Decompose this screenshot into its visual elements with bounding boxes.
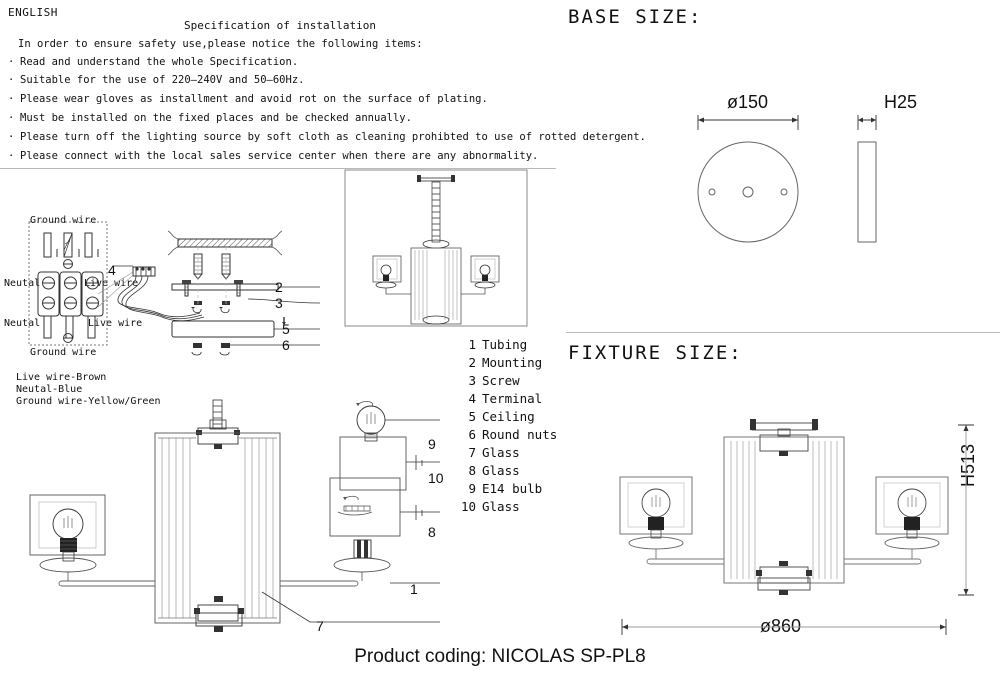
- bullet-icon: ·: [8, 93, 15, 105]
- spec-item: ·Please turn off the lighting source by …: [8, 131, 646, 143]
- callout-10-glass: 10: [428, 470, 444, 486]
- base-height-label: H25: [884, 92, 918, 112]
- wire-label-neutral-top: Neutal: [4, 278, 41, 289]
- section-divider-right: [566, 332, 1000, 333]
- wire-label-neutral-bottom: Neutal: [4, 318, 41, 329]
- part-number: 6: [468, 427, 476, 442]
- part-number: 8: [468, 463, 476, 478]
- fixture-size-heading: FIXTURE SIZE:: [568, 342, 743, 364]
- part-number: 9: [468, 481, 476, 496]
- product-coding: Product coding: NICOLAS SP-PL8: [354, 646, 646, 667]
- callout-6-round-nuts: 6: [282, 337, 290, 353]
- parts-list-item: 10 Glass: [452, 498, 557, 516]
- part-label: Terminal: [482, 391, 543, 406]
- bullet-icon: ·: [8, 112, 15, 124]
- part-label: Screw: [482, 373, 520, 388]
- callout-4-terminal: 4: [108, 262, 116, 278]
- part-label: Glass: [482, 463, 520, 478]
- legend-ground-wire: Ground wire-Yellow/Green: [16, 396, 161, 407]
- callout-9-bulb: 9: [428, 436, 436, 452]
- terminal-block-diagram: [28, 221, 108, 346]
- bullet-icon: ·: [8, 56, 15, 68]
- part-label: Tubing: [482, 337, 528, 352]
- part-number: 10: [460, 499, 476, 514]
- spec-title: Specification of installation: [183, 19, 377, 32]
- spec-item: ·Please wear gloves as installment and a…: [8, 93, 488, 105]
- parts-list-item: 6 Round nuts: [452, 426, 557, 444]
- section-divider-left: [0, 168, 556, 169]
- wire-label-live-bottom: Live wire: [88, 318, 143, 329]
- callout-5-ceiling: 5: [282, 321, 290, 337]
- fixture-diameter-label: ø860: [760, 616, 802, 636]
- fixture-size-drawing: [619, 419, 974, 635]
- part-number: 4: [468, 391, 476, 406]
- assembled-fixture-inset: [344, 169, 528, 327]
- base-size-heading: BASE SIZE:: [568, 6, 703, 28]
- spec-intro: In order to ensure safety use,please not…: [18, 38, 423, 50]
- spec-item: ·Please connect with the local sales ser…: [8, 150, 539, 162]
- ceiling-mount-assembly: [167, 230, 321, 356]
- spec-item: ·Read and understand the whole Specifica…: [8, 56, 299, 68]
- wire-label-ground-bottom: Ground wire: [30, 347, 97, 358]
- legend-live-wire: Live wire-Brown: [16, 372, 107, 383]
- bullet-icon: ·: [8, 131, 15, 143]
- wire-label-live-top: Live wire: [84, 278, 139, 289]
- part-number: 3: [468, 373, 476, 388]
- parts-list-item: 7 Glass: [452, 444, 557, 462]
- bullet-icon: ·: [8, 150, 15, 162]
- callout-1-tubing: 1: [410, 581, 418, 597]
- base-diameter-label: ø150: [727, 92, 769, 112]
- legend-neutral-wire: Neutal-Blue: [16, 384, 83, 395]
- bullet-icon: ·: [8, 74, 15, 86]
- part-label: Ceiling: [482, 409, 535, 424]
- spec-item: ·Must be installed on the fixed places a…: [8, 112, 412, 124]
- parts-list-item: 4 Terminal: [452, 390, 557, 408]
- callout-2-mounting: 2: [275, 279, 283, 295]
- base-size-drawing: [697, 115, 877, 243]
- parts-list-item: 5 Ceiling: [452, 408, 557, 426]
- part-number: 2: [468, 355, 476, 370]
- part-number: 1: [468, 337, 476, 352]
- parts-list-item: 2 Mounting: [452, 354, 557, 372]
- callout-7-glass: 7: [316, 618, 324, 634]
- spec-item: ·Suitable for the use of 220–240V and 50…: [8, 74, 305, 86]
- main-fixture-drawing: [29, 399, 440, 632]
- wire-label-ground-top: Ground wire: [30, 215, 97, 226]
- part-label: Mounting: [482, 355, 543, 370]
- parts-list-item: 8 Glass: [452, 462, 557, 480]
- callout-8-glass: 8: [428, 524, 436, 540]
- part-label: Round nuts: [482, 427, 558, 442]
- callout-3-screw: 3: [275, 295, 283, 311]
- parts-list-item: 1 Tubing: [452, 336, 557, 354]
- part-label: E14 bulb: [482, 481, 543, 496]
- parts-list-item: 3 Screw: [452, 372, 557, 390]
- parts-list: 1 Tubing 2 Mounting 3 Screw 4 Terminal 5…: [452, 336, 557, 516]
- parts-list-item: 9 E14 bulb: [452, 480, 557, 498]
- part-number: 5: [468, 409, 476, 424]
- part-label: Glass: [482, 499, 520, 514]
- language-label: ENGLISH: [8, 6, 58, 19]
- part-number: 7: [468, 445, 476, 460]
- part-label: Glass: [482, 445, 520, 460]
